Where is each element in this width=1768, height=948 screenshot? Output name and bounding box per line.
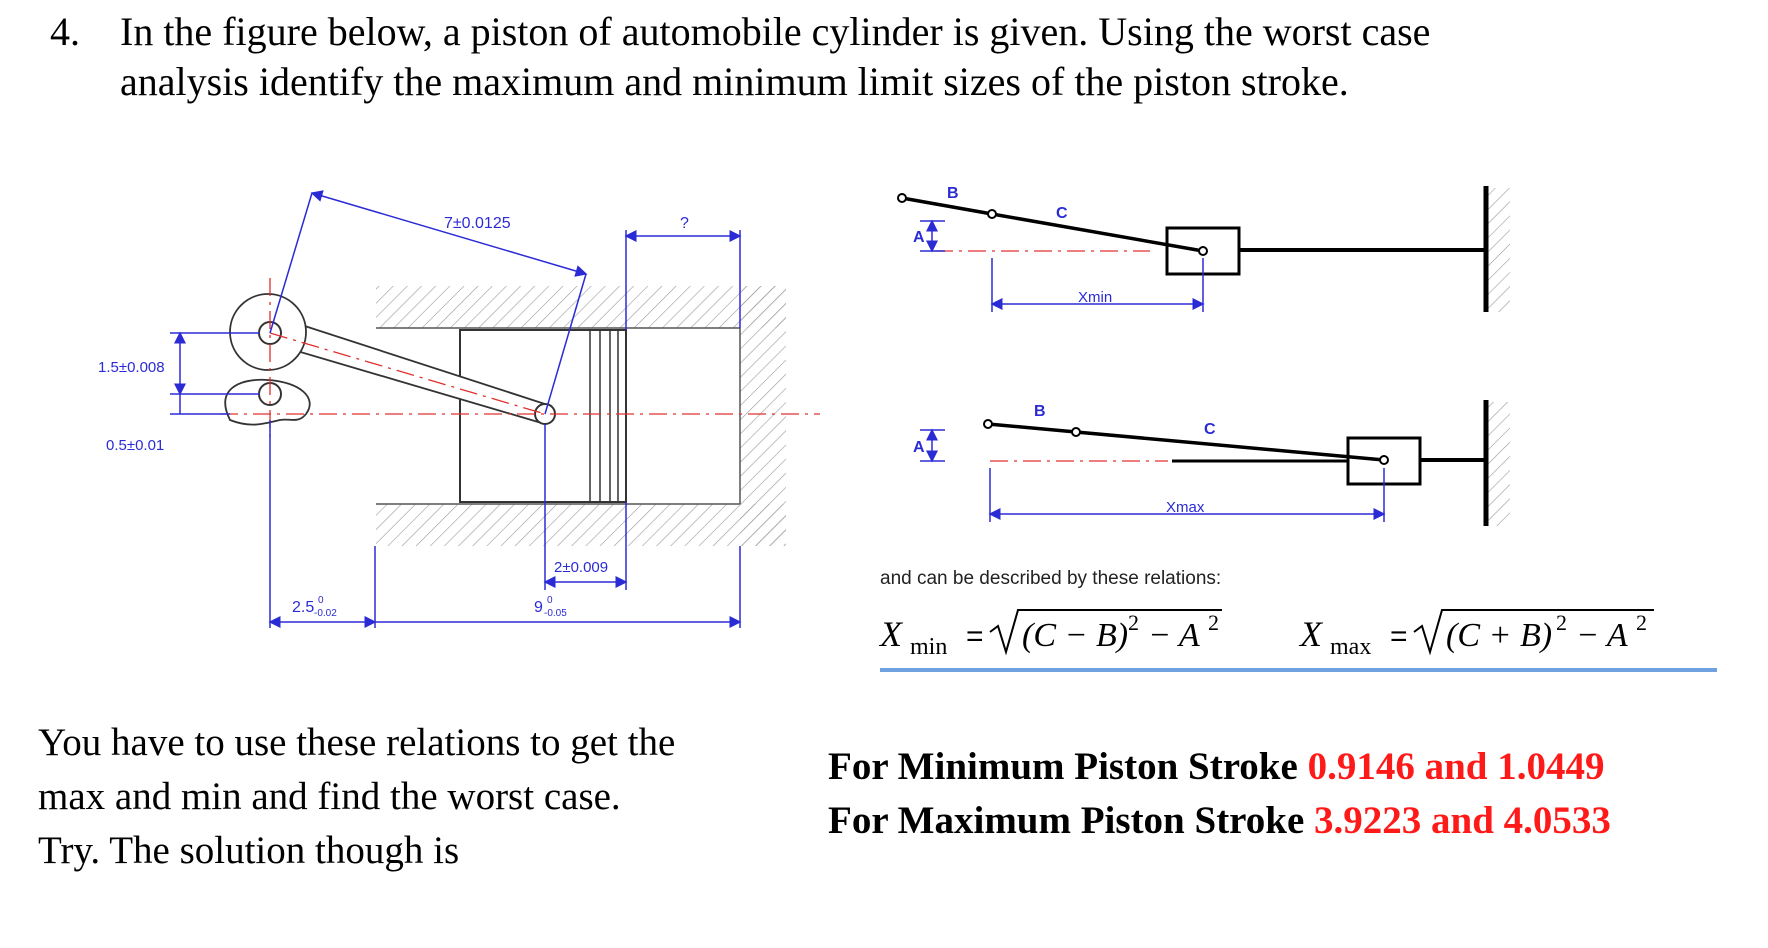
instruction-note: You have to use these relations to get t… bbox=[38, 716, 798, 878]
formula-xmin: X min = (C − B) 2 − A 2 bbox=[878, 609, 1222, 660]
dim-unknown-label: ? bbox=[680, 215, 689, 232]
xmin-dim-label: Xmin bbox=[1078, 289, 1112, 306]
answer-max-values: 3.9223 and 4.0533 bbox=[1314, 799, 1611, 842]
svg-text:9: 9 bbox=[534, 599, 543, 616]
svg-text:(C − B): (C − B) bbox=[1022, 617, 1128, 654]
svg-text:C: C bbox=[1056, 205, 1068, 222]
answer-min-label: For Minimum Piston Stroke bbox=[828, 745, 1308, 788]
formula-xmax: X max = (C + B) 2 − A 2 bbox=[1298, 609, 1654, 660]
svg-text:-0.02: -0.02 bbox=[314, 608, 337, 619]
mechanism-xmin: A B C Xmin bbox=[897, 185, 1510, 312]
svg-text:− A: − A bbox=[1576, 617, 1628, 654]
answer-min: For Minimum Piston Stroke 0.9146 and 1.0… bbox=[828, 740, 1611, 794]
note-line2: max and min and find the worst case. bbox=[38, 775, 621, 818]
dim-7-label: 7±0.0125 bbox=[444, 215, 511, 232]
svg-text:max: max bbox=[1330, 634, 1371, 660]
dim-0-5-label: 0.5±0.01 bbox=[106, 437, 164, 454]
svg-text:2: 2 bbox=[1128, 610, 1139, 635]
svg-text:2: 2 bbox=[1208, 610, 1219, 635]
note-line3: Try. The solution though is bbox=[38, 829, 460, 872]
svg-text:2.5: 2.5 bbox=[292, 599, 314, 616]
answer-min-values: 0.9146 and 1.0449 bbox=[1307, 745, 1605, 788]
svg-text:min: min bbox=[910, 634, 947, 660]
svg-text:− A: − A bbox=[1148, 617, 1200, 654]
cylinder-head bbox=[740, 286, 786, 546]
dim-2-label: 2±0.009 bbox=[554, 559, 608, 576]
svg-text:A: A bbox=[913, 229, 925, 246]
svg-text:2: 2 bbox=[1556, 610, 1567, 635]
svg-text:0: 0 bbox=[318, 595, 324, 606]
svg-text:B: B bbox=[1034, 403, 1046, 420]
xmax-dim-label: Xmax bbox=[1166, 499, 1205, 516]
svg-text:X: X bbox=[1298, 614, 1324, 654]
piston-drawing: 7±0.0125 ? 1.5±0.008 0.5±0.01 2±0.009 2.… bbox=[98, 190, 820, 628]
answer-max: For Maximum Piston Stroke 3.9223 and 4.0… bbox=[828, 794, 1611, 848]
svg-text:0: 0 bbox=[547, 595, 553, 606]
svg-text:X: X bbox=[878, 614, 904, 654]
note-line1: You have to use these relations to get t… bbox=[38, 721, 676, 764]
question-number: 4. bbox=[50, 9, 80, 54]
answers-block: For Minimum Piston Stroke 0.9146 and 1.0… bbox=[828, 740, 1611, 848]
mechanism-xmax: A B C Xmax bbox=[913, 400, 1510, 526]
dim-2-5-label: 2.5 0 -0.02 bbox=[292, 595, 337, 619]
svg-text:2: 2 bbox=[1636, 610, 1647, 635]
answer-max-label: For Maximum Piston Stroke bbox=[828, 799, 1315, 842]
dim-1-5-label: 1.5±0.008 bbox=[98, 359, 165, 376]
dim-9-label: 9 0 -0.05 bbox=[534, 595, 567, 619]
relations-caption: and can be described by these relations: bbox=[880, 568, 1221, 589]
svg-text:-0.05: -0.05 bbox=[544, 608, 567, 619]
question-text-line1: In the figure below, a piston of automob… bbox=[120, 9, 1431, 54]
question-text-line2: analysis identify the maximum and minimu… bbox=[120, 59, 1349, 104]
svg-text:C: C bbox=[1204, 421, 1216, 438]
svg-text:=: = bbox=[966, 620, 984, 653]
svg-text:B: B bbox=[947, 185, 959, 202]
svg-text:(C + B): (C + B) bbox=[1446, 617, 1552, 654]
svg-text:A: A bbox=[913, 439, 925, 456]
cylinder-wall-bottom bbox=[376, 504, 786, 546]
svg-text:=: = bbox=[1390, 620, 1408, 653]
